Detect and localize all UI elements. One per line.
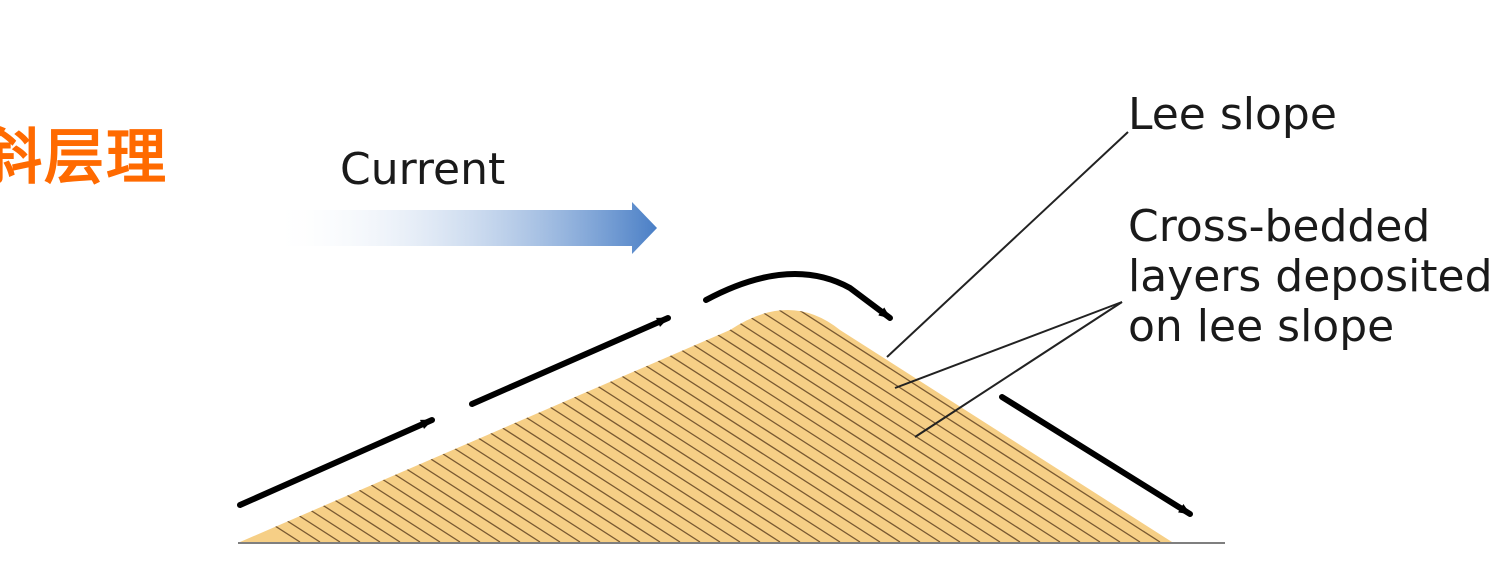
bedding-line (240, 310, 361, 542)
bedding-line (240, 310, 381, 542)
leader-line-cross-bedded (914, 301, 1123, 438)
label-cross-bedded-line: on lee slope (1128, 301, 1395, 352)
bedding-line (240, 310, 481, 542)
bedding-line (240, 310, 521, 542)
bedding-line (240, 310, 541, 542)
bedding-line (240, 310, 501, 542)
current-arrow-icon (270, 202, 657, 254)
label-cross-bedded-line: Cross-bedded (1128, 201, 1431, 252)
bedding-line (240, 310, 441, 542)
flow-arrow-icon (237, 417, 435, 508)
dune (240, 310, 1172, 542)
bedding-line (719, 310, 1141, 542)
flow-arrow-icon (999, 394, 1193, 517)
bedding-line (240, 310, 341, 542)
flow-arrow-icon (469, 315, 671, 407)
flow-arrow-icon (703, 271, 893, 321)
label-current: Current (340, 144, 506, 195)
label-cross-bedded-line: layers deposited (1128, 251, 1493, 302)
bedding-line (240, 310, 321, 542)
label-cross-bedded: Cross-bedded layers deposited on lee slo… (1128, 202, 1493, 352)
bedding-line (699, 310, 1121, 542)
leader-line-lee-slope (886, 131, 1129, 358)
leader-line-cross-bedded (894, 301, 1123, 389)
page-title: 斜层理 (0, 123, 168, 193)
bedding-line (739, 310, 1161, 542)
flow-arrows (237, 271, 1193, 517)
label-lee-slope: Lee slope (1128, 89, 1337, 140)
leader-lines (886, 131, 1129, 438)
bedding-line (240, 310, 421, 542)
